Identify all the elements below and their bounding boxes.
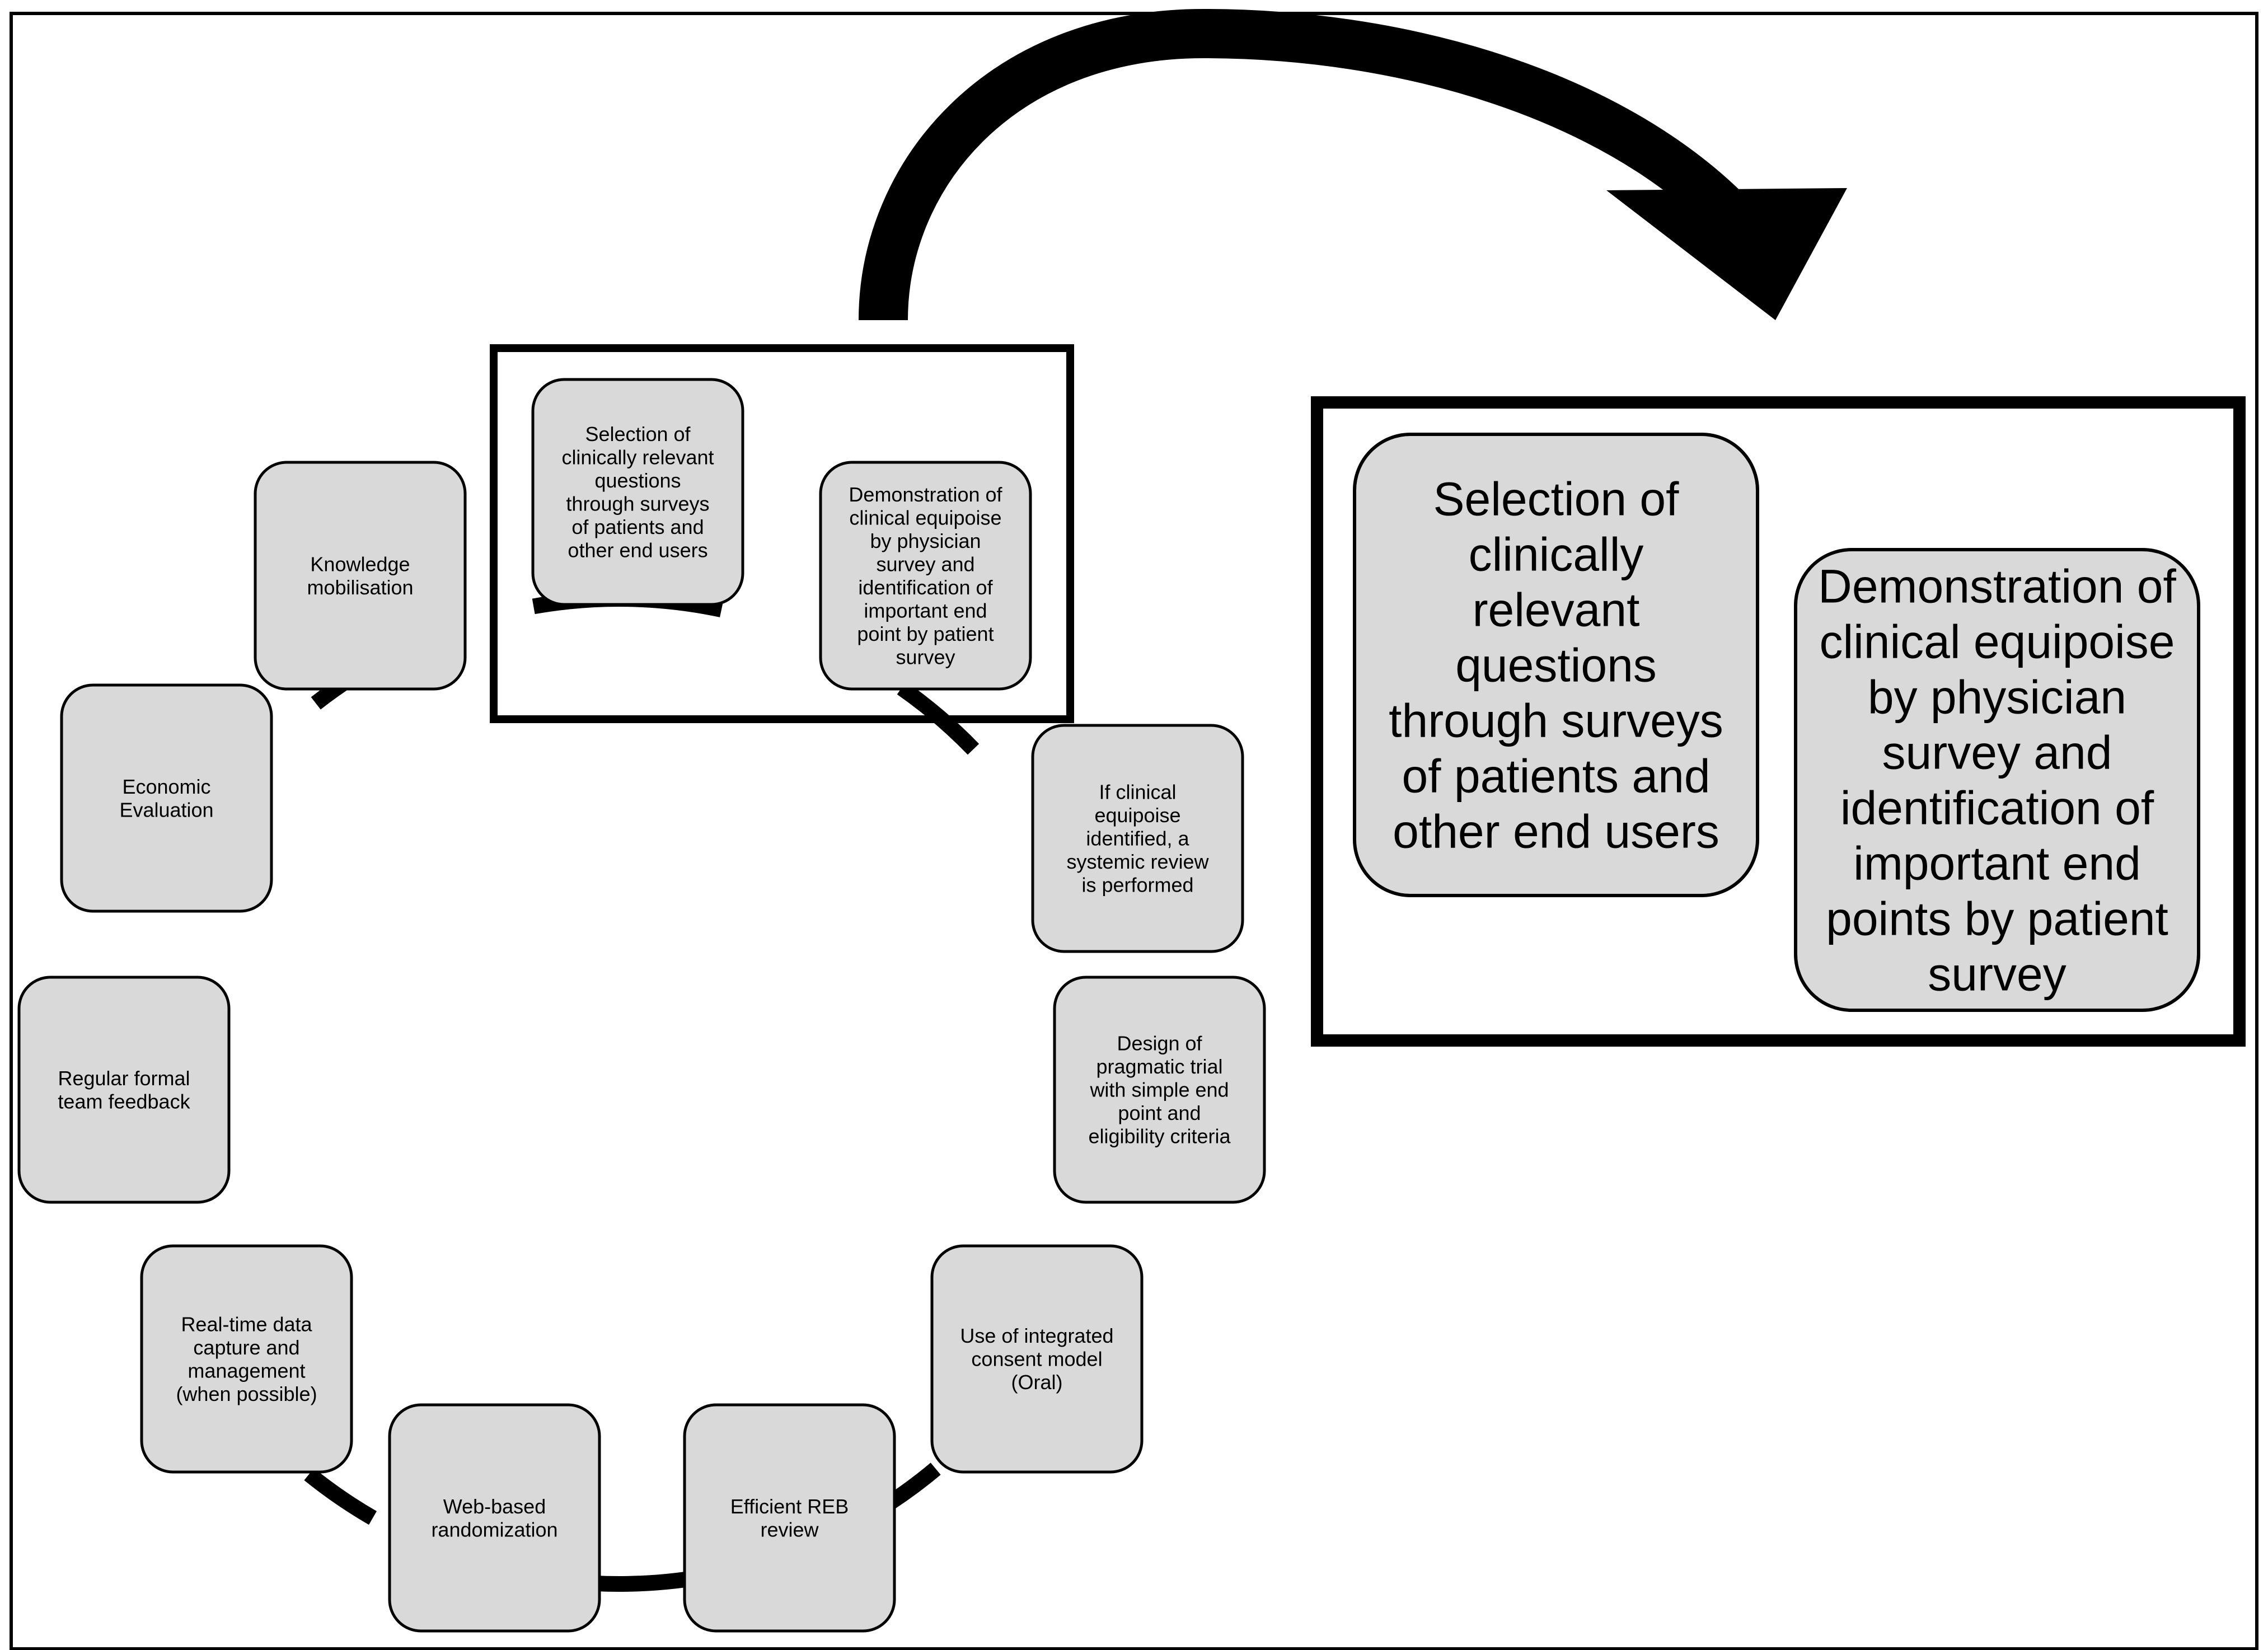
node-label-line: survey [896, 645, 955, 668]
node-label-line: Economic [122, 775, 210, 798]
node-label-line: Demonstration of [849, 483, 1002, 506]
node-box [60, 683, 273, 913]
node-label-line: through surveys [1389, 694, 1723, 747]
node-label-line: survey [1928, 948, 2066, 1000]
node-label-line: questions [594, 469, 681, 492]
node-box [1353, 433, 1759, 897]
node-label-line: Use of integrated [960, 1324, 1113, 1347]
zoom-panel [1311, 396, 2246, 1047]
node-box [17, 976, 231, 1204]
node-label-line: consent model [971, 1348, 1102, 1371]
node-label-line: important end [864, 599, 987, 622]
node-label-line: clinically relevant [561, 446, 714, 468]
node-label-line: other end users [1393, 805, 1719, 857]
node-label-line: mobilisation [307, 576, 413, 599]
node-label-line: identification of [858, 576, 993, 599]
node-label-line: by physician [870, 529, 981, 552]
node-label-line: systemic review [1066, 850, 1209, 873]
node-label-line: Web-based [443, 1495, 546, 1518]
node-label-line: clinical equipoise [1819, 615, 2175, 668]
node-label-line: (when possible) [176, 1382, 317, 1405]
node-label-line: team feedback [58, 1090, 190, 1113]
node-label-line: point and [1118, 1101, 1201, 1124]
node-box [930, 1244, 1144, 1474]
node-box [254, 461, 467, 691]
node-label-line: review [760, 1518, 819, 1541]
node-label-line: randomization [431, 1518, 557, 1541]
node-label-line: through surveys [566, 492, 709, 515]
node-label-line: points by patient [1826, 892, 2168, 945]
node-label-line: management [188, 1359, 305, 1382]
node-label-line: If clinical [1099, 781, 1176, 804]
node-label-line: Evaluation [119, 798, 213, 821]
node-label-line: identification of [1840, 781, 2154, 834]
node-label-line: eligibility criteria [1088, 1125, 1231, 1148]
node-label-line: is performed [1081, 874, 1193, 897]
zoom-arrow-head [1606, 188, 1847, 320]
node-label-line: survey and [1882, 726, 2112, 779]
node-label-line: relevant [1473, 583, 1640, 636]
node-label-line: clinical equipoise [849, 506, 1001, 529]
node-label-line: point by patient [857, 622, 994, 645]
connector-arc [304, 1468, 377, 1525]
node-label-line: capture and [193, 1336, 299, 1359]
node-label-line: of patients and [1402, 749, 1710, 802]
node-label-line: Selection of [585, 423, 691, 446]
zoom-nodes: Selection ofclinicallyrelevantquestionst… [1353, 433, 2200, 1012]
node-label-line: by physician [1868, 671, 2126, 723]
node-box [140, 1244, 353, 1474]
node-label-line: important end [1853, 837, 2141, 889]
node-label-line: pragmatic trial [1096, 1055, 1222, 1078]
node-label-line: identified, a [1086, 827, 1189, 850]
node-label-line: Regular formal [58, 1067, 190, 1090]
zoom-arrow [859, 8, 1847, 321]
node-box [1053, 976, 1266, 1204]
node-label-line: questions [1455, 639, 1657, 691]
node-label-line: survey and [876, 552, 974, 575]
node-label-line: equipoise [1094, 804, 1180, 827]
outer-frame [10, 12, 2258, 1650]
node-box [1031, 724, 1244, 953]
node-label-line: Demonstration of [1818, 560, 2176, 612]
node-zoom-selection: Selection ofclinicallyrelevantquestionst… [1353, 433, 1759, 897]
node-label-line: Real-time data [181, 1312, 312, 1335]
node-box [1794, 548, 2200, 1012]
node-box [388, 1403, 601, 1633]
node-label-line: Selection of [1433, 472, 1680, 525]
node-label-line: of patients and [571, 515, 704, 538]
node-label-line: Knowledge [310, 552, 410, 575]
node-box [819, 461, 1032, 691]
highlight-box [490, 344, 1074, 723]
zoom-arrow-shaft [859, 8, 1777, 321]
node-box [683, 1403, 896, 1633]
node-label-line: with simple end [1089, 1079, 1229, 1101]
node-label-line: Efficient REB [730, 1495, 849, 1518]
node-box [531, 378, 744, 606]
node-label-line: (Oral) [1011, 1371, 1063, 1394]
node-label-line: Design of [1117, 1032, 1202, 1055]
node-label-line: other end users [568, 538, 707, 561]
node-label-line: clinically [1469, 528, 1644, 580]
